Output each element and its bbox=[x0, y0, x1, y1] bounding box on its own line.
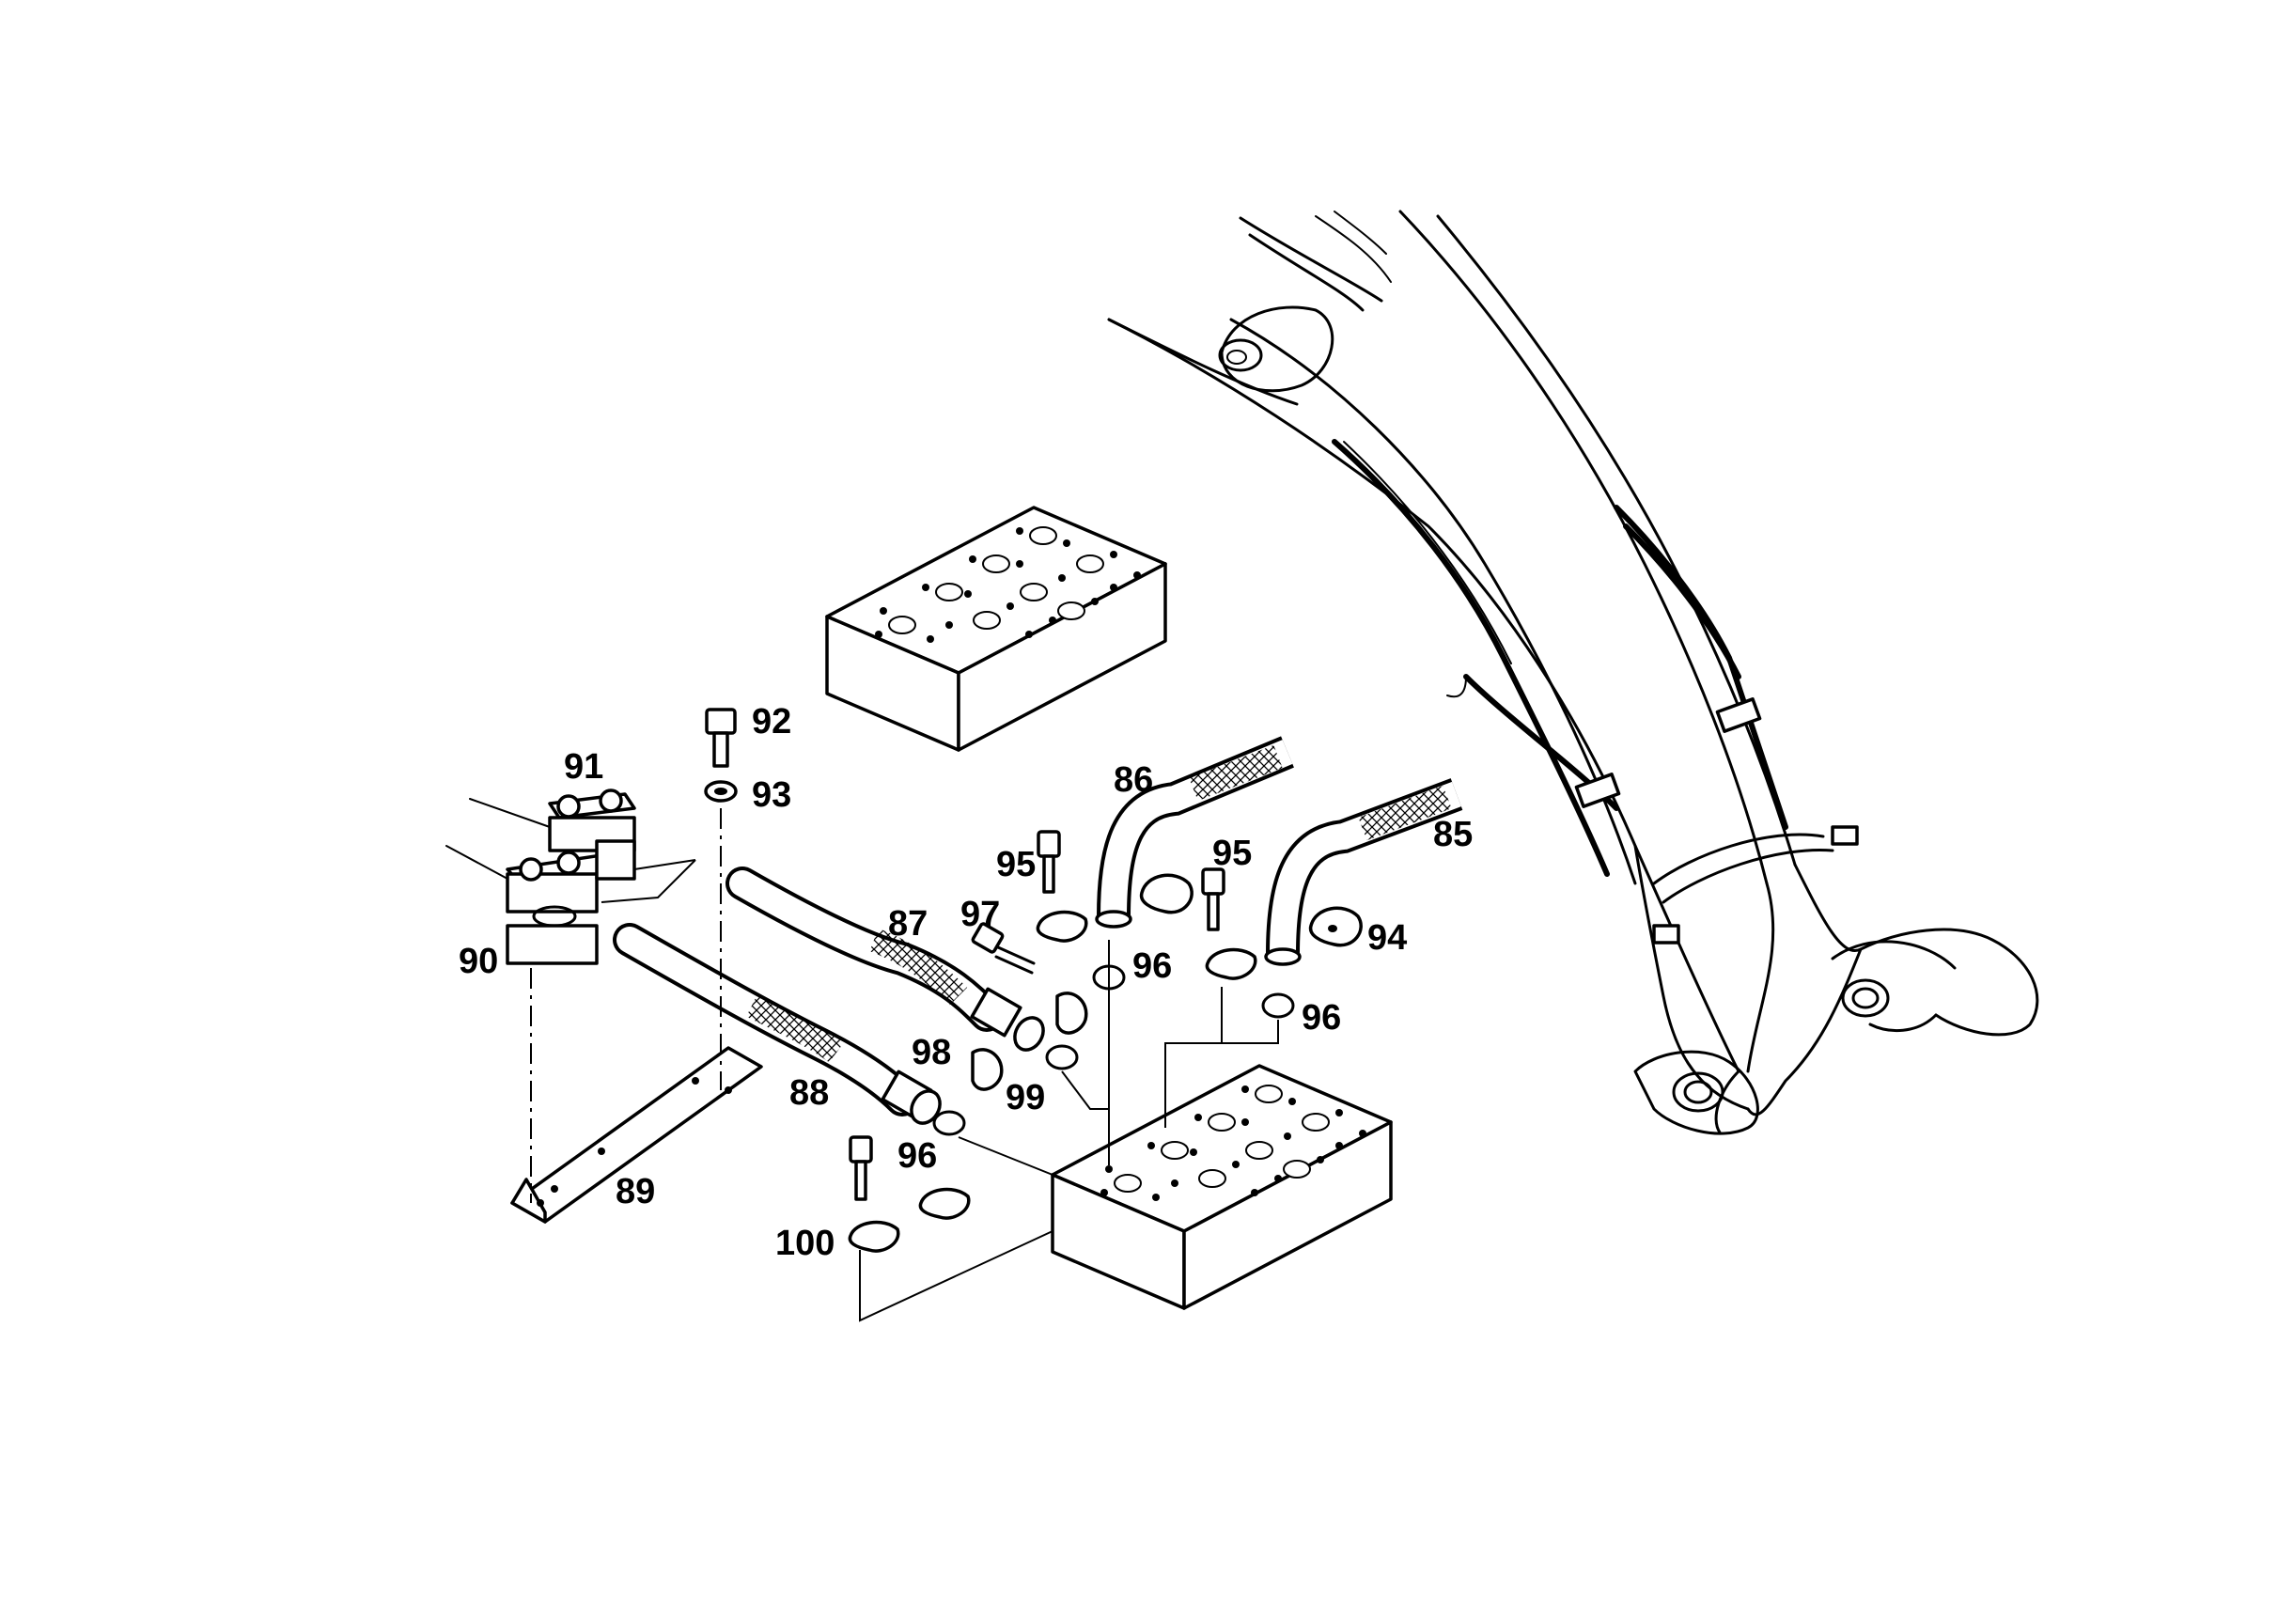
callout-92: 92 bbox=[752, 702, 791, 742]
flange-half-94 bbox=[1308, 906, 1363, 947]
hose-86 bbox=[1095, 736, 1294, 929]
callout-90: 90 bbox=[459, 942, 498, 981]
flange-half-upper bbox=[848, 873, 1257, 1253]
hose-87 bbox=[726, 867, 1045, 1052]
washer-93 bbox=[704, 780, 738, 803]
screw-95b bbox=[1201, 867, 1225, 931]
callout-100: 100 bbox=[775, 1224, 835, 1263]
screw-100 bbox=[849, 1135, 873, 1201]
callout-99: 99 bbox=[1006, 1078, 1045, 1117]
callout-88: 88 bbox=[789, 1073, 829, 1113]
plate-89 bbox=[510, 1046, 763, 1224]
boom-arm bbox=[1107, 210, 2039, 1135]
callout-98: 98 bbox=[912, 1033, 951, 1072]
hose-88 bbox=[613, 923, 942, 1125]
callout-86: 86 bbox=[1114, 760, 1153, 800]
callout-96c: 96 bbox=[897, 1136, 937, 1176]
callout-93: 93 bbox=[752, 775, 791, 815]
callout-96a: 96 bbox=[1132, 946, 1172, 986]
assembly-lines bbox=[530, 808, 1279, 1322]
callout-95a: 95 bbox=[996, 845, 1036, 884]
screw-97 bbox=[971, 922, 1036, 975]
callout-94: 94 bbox=[1367, 918, 1407, 958]
callout-96b: 96 bbox=[1302, 998, 1341, 1038]
callout-97: 97 bbox=[960, 895, 1000, 934]
callout-labels: 85 86 87 88 89 90 91 92 93 94 95 95 96 9… bbox=[459, 702, 1473, 1263]
callout-91: 91 bbox=[564, 747, 603, 787]
hose-85 bbox=[1264, 778, 1463, 966]
callout-89: 89 bbox=[616, 1172, 655, 1211]
callout-85: 85 bbox=[1433, 815, 1473, 854]
bolt-92 bbox=[705, 708, 737, 768]
clamp-assembly bbox=[445, 789, 636, 965]
screw-95a bbox=[1037, 830, 1061, 894]
callout-95b: 95 bbox=[1212, 834, 1252, 873]
callout-87: 87 bbox=[888, 904, 928, 944]
valve-block-lower bbox=[1051, 1064, 1393, 1310]
valve-block-upper bbox=[825, 506, 1167, 752]
